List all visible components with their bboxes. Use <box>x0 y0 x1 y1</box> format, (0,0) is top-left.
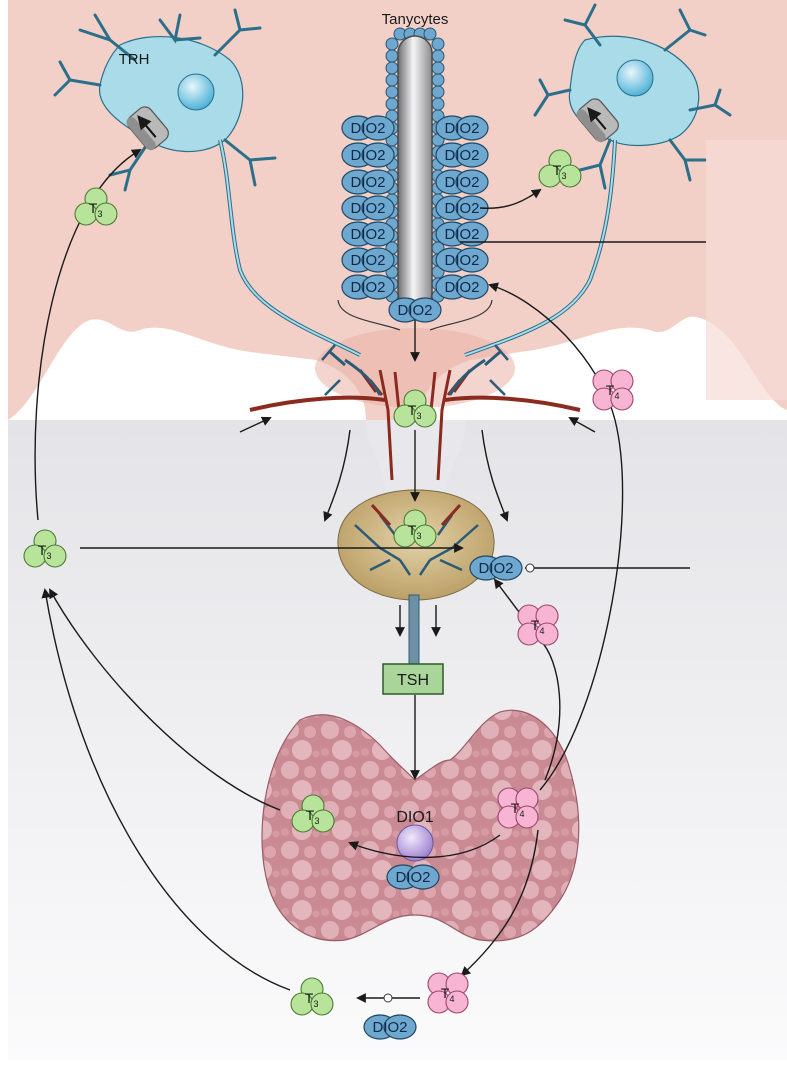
dio2-label: DIO2 <box>395 869 430 886</box>
dio2-enzyme: DIO2 <box>342 222 394 246</box>
dio2-enzyme: DIO2 <box>342 275 394 299</box>
tanycyte-bead <box>432 86 444 98</box>
dio2-label: DIO2 <box>350 174 385 191</box>
dio2-enzyme: DIO2 <box>436 143 488 167</box>
dio2-enzyme: DIO2 <box>436 275 488 299</box>
t4-label: T <box>606 382 615 398</box>
dio2-label: DIO2 <box>444 174 479 191</box>
dio2-bottom: DIO2 <box>364 1015 416 1039</box>
t3-subscript: 3 <box>416 531 421 541</box>
dio2-label: DIO2 <box>397 302 432 319</box>
t4-label: T <box>531 617 540 633</box>
contact-dot-bottom <box>384 994 392 1002</box>
pituitary-stalk-vessel <box>409 595 419 665</box>
right-panel <box>706 140 787 400</box>
t3-subscript: 3 <box>46 551 51 561</box>
t4-subscript: 4 <box>449 994 454 1004</box>
t3-label: T <box>408 402 417 418</box>
t4-label: T <box>441 985 450 1001</box>
tanycyte-bead <box>432 38 444 50</box>
dio2-label: DIO2 <box>350 120 385 137</box>
dio2-label: DIO2 <box>350 226 385 243</box>
dio2-enzyme: DIO2 <box>436 170 488 194</box>
tanycyte-bead <box>386 98 398 110</box>
t4-subscript: 4 <box>519 809 524 819</box>
dio2-enzyme: DIO2 <box>389 298 441 322</box>
tanycyte-bead <box>432 62 444 74</box>
tanycyte-bead <box>424 28 436 40</box>
dio2-label: DIO2 <box>444 226 479 243</box>
t3-subscript: 3 <box>416 411 421 421</box>
t3-label: T <box>38 542 47 558</box>
third-ventricle <box>398 36 432 310</box>
tanycytes-label: Tanycytes <box>382 11 449 28</box>
tsh-box: TSH <box>383 664 443 694</box>
dio2-enzyme: DIO2 <box>436 248 488 272</box>
dio2-label: DIO2 <box>444 120 479 137</box>
t3-label: T <box>89 200 98 216</box>
tanycyte-bead <box>386 50 398 62</box>
t3-subscript: 3 <box>97 209 102 219</box>
dio2-label: DIO2 <box>350 252 385 269</box>
dio2-enzyme: DIO2 <box>342 248 394 272</box>
t3-subscript: 3 <box>313 999 318 1009</box>
dio2-thyroid: DIO2 <box>387 865 439 889</box>
t3-subscript: 3 <box>314 816 319 826</box>
tanycyte-bead <box>432 98 444 110</box>
contact-dot-pituitary <box>526 564 534 572</box>
t4-subscript: 4 <box>614 391 619 401</box>
t3-label: T <box>306 807 315 823</box>
dio2-label: DIO2 <box>350 200 385 217</box>
dio2-label: DIO2 <box>350 147 385 164</box>
neuron-nucleus-left <box>178 74 214 110</box>
dio2-enzyme: DIO2 <box>342 196 394 220</box>
t3-label: T <box>408 522 417 538</box>
trh-label: TRH <box>119 51 150 68</box>
tanycyte-bead <box>386 62 398 74</box>
dio2-label: DIO2 <box>444 279 479 296</box>
tanycyte-bead <box>386 86 398 98</box>
tanycyte-bead <box>432 74 444 86</box>
dio2-label: DIO2 <box>372 1019 407 1036</box>
dio2-label: DIO2 <box>350 279 385 296</box>
tanycyte-bead <box>386 74 398 86</box>
t3-label: T <box>553 162 562 178</box>
dio2-label: DIO2 <box>444 200 479 217</box>
dio2-label: DIO2 <box>478 560 513 577</box>
tanycyte-bead <box>432 50 444 62</box>
tsh-label: TSH <box>397 672 429 689</box>
t3-label: T <box>305 990 314 1006</box>
t4-hormone-bottom: T4 <box>428 973 468 1013</box>
dio2-label: DIO2 <box>444 147 479 164</box>
dio2-pituitary: DIO2 <box>470 556 522 580</box>
dio2-enzyme: DIO2 <box>436 116 488 140</box>
t3-subscript: 3 <box>561 171 566 181</box>
t4-label: T <box>511 800 520 816</box>
dio1-label: DIO1 <box>396 809 433 826</box>
t4-subscript: 4 <box>539 626 544 636</box>
dio2-enzyme: DIO2 <box>342 143 394 167</box>
dio2-label: DIO2 <box>444 252 479 269</box>
tanycyte-bead <box>386 38 398 50</box>
dio2-enzyme: DIO2 <box>342 170 394 194</box>
dio2-enzyme: DIO2 <box>342 116 394 140</box>
neuron-nucleus-right <box>617 60 653 96</box>
